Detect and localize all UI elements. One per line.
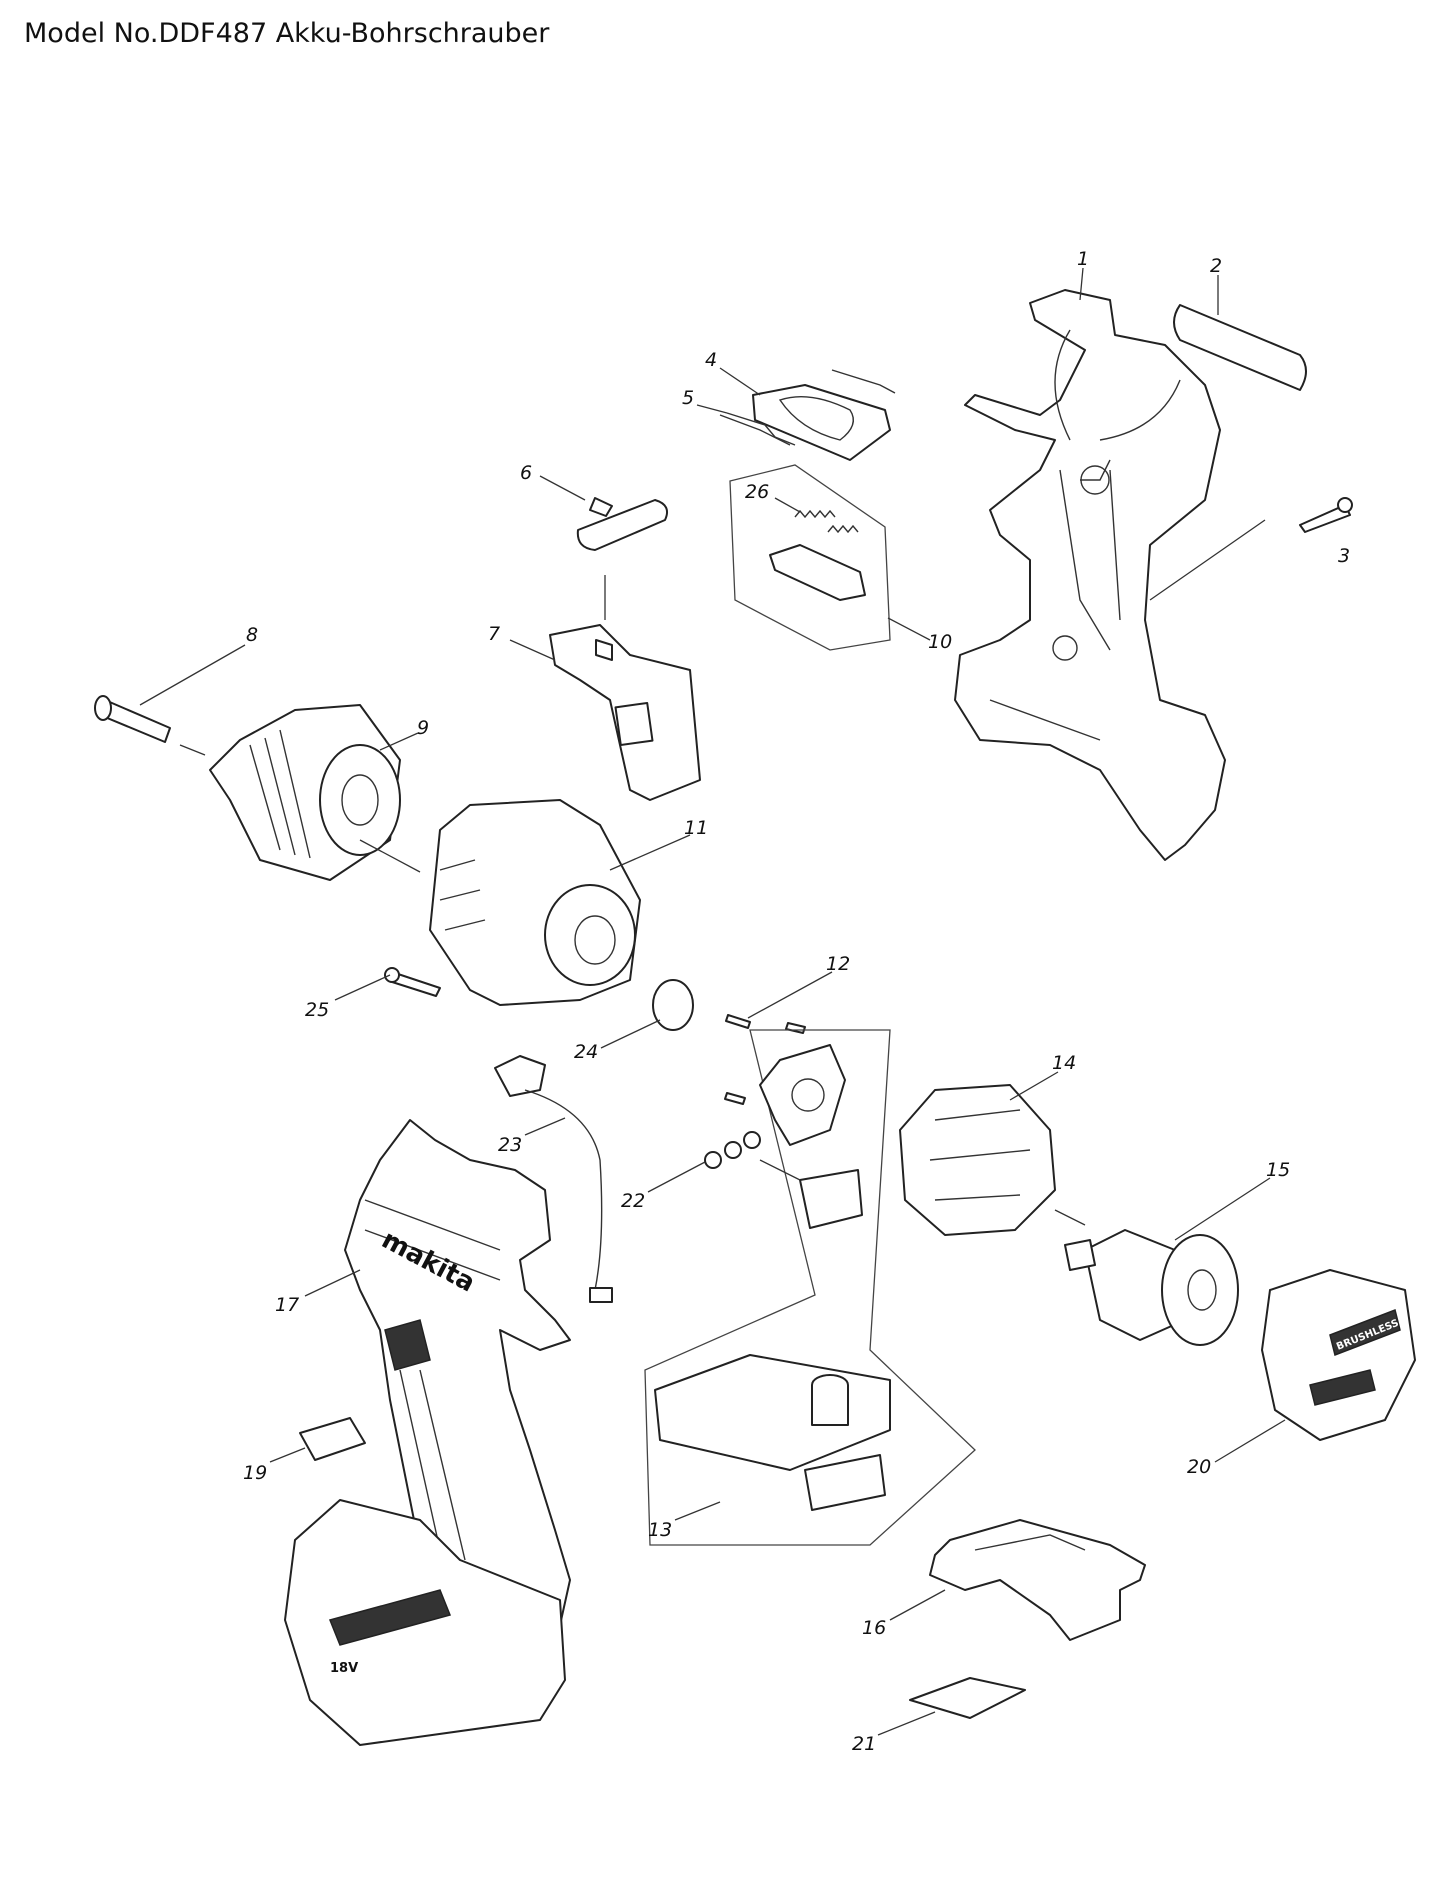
part-17-housing-left[interactable]: makita: [344, 1119, 571, 1641]
part-13-controller[interactable]: [654, 1354, 891, 1511]
part-22-terminals[interactable]: [704, 1131, 863, 1229]
callout-25: 25: [305, 999, 329, 1021]
callout-22: 22: [621, 1190, 645, 1212]
sensor-plate[interactable]: [759, 1044, 846, 1146]
part-9-chuck[interactable]: [209, 704, 401, 881]
leader-lines: [139, 267, 1286, 1736]
part-21-label[interactable]: [909, 1677, 1026, 1719]
part-20-rear-cover[interactable]: [1261, 1269, 1416, 1441]
callout-26: 26: [745, 481, 769, 503]
diagram-title: Model No.DDF487 Akku-Bohrschrauber: [24, 18, 550, 49]
part-23-cable-plug[interactable]: [494, 1055, 613, 1303]
part-10-slider[interactable]: [769, 544, 866, 601]
callout-8: 8: [246, 624, 258, 646]
part-8-screw[interactable]: [94, 695, 171, 743]
battery-base[interactable]: BRUSHLESS 18V: [284, 1499, 566, 1746]
callout-11: 11: [684, 817, 708, 839]
part-26-springs[interactable]: [794, 509, 859, 534]
callout-24: 24: [574, 1041, 598, 1063]
callout-19: 19: [243, 1462, 267, 1484]
callout-14: 14: [1052, 1052, 1076, 1074]
part-15-armature[interactable]: [1064, 1229, 1239, 1346]
callout-9: 9: [417, 717, 429, 739]
part-13-group-outline: [644, 1029, 976, 1546]
callout-10: 10: [928, 631, 952, 653]
part-2-label[interactable]: [1173, 304, 1307, 391]
part-1-housing[interactable]: [954, 289, 1226, 861]
part-12-screws[interactable]: [724, 1014, 806, 1105]
part-16-terminal[interactable]: [929, 1519, 1146, 1641]
callout-2: 2: [1210, 255, 1222, 277]
callout-12: 12: [826, 953, 850, 975]
part-14-stator[interactable]: [899, 1084, 1056, 1236]
part-6-reverse-lever[interactable]: [576, 497, 668, 551]
part-5-spring-clip[interactable]: [726, 412, 796, 446]
part-4-switch-plate[interactable]: [719, 369, 896, 461]
callout-20: 20: [1187, 1456, 1211, 1478]
callout-labels: 1 2 3 4 5 6 26 7 10 8 9 11 12 14 15 25 2…: [243, 248, 1350, 1755]
part-11-gear-assembly[interactable]: [429, 799, 641, 1006]
part-25-screw[interactable]: [384, 967, 441, 997]
part-10-group-outline: [729, 464, 891, 651]
part-7-switch[interactable]: [549, 624, 701, 801]
callout-16: 16: [862, 1617, 886, 1639]
callout-5: 5: [682, 387, 694, 409]
callout-21: 21: [852, 1733, 876, 1755]
part-19-label[interactable]: [299, 1417, 366, 1461]
part-24-o-ring[interactable]: [652, 979, 694, 1031]
callout-23: 23: [498, 1134, 522, 1156]
callout-13: 13: [648, 1519, 672, 1541]
callout-6: 6: [520, 462, 532, 484]
callout-15: 15: [1266, 1159, 1290, 1181]
callout-17: 17: [275, 1294, 299, 1316]
callout-1: 1: [1077, 248, 1089, 270]
voltage-badge: 18V: [330, 1661, 358, 1676]
part-3-screw[interactable]: [1299, 497, 1353, 533]
callout-7: 7: [488, 623, 500, 645]
callout-3: 3: [1338, 545, 1350, 567]
callout-4: 4: [705, 349, 717, 371]
